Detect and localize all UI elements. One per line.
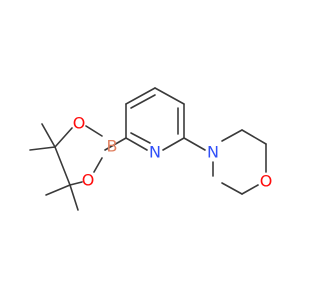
bond — [130, 132, 151, 144]
pyridine-nitrogen-label: N — [149, 143, 161, 162]
bond — [221, 182, 243, 195]
bond — [41, 123, 56, 148]
morpholine-nitrogen-label: N — [207, 143, 219, 162]
morpholine-ring — [212, 129, 267, 195]
bond — [45, 184, 71, 196]
methyl-groups — [29, 123, 79, 211]
bond — [69, 184, 79, 211]
bond — [241, 184, 259, 195]
bond — [162, 137, 185, 151]
bond — [93, 157, 103, 173]
bond — [154, 87, 185, 105]
morpholine-oxygen-label: O — [260, 172, 273, 191]
atom-labels: N N O B O O — [73, 114, 273, 191]
pyridine-ring — [125, 87, 185, 151]
bond — [125, 137, 148, 151]
bond — [54, 146, 71, 186]
bond — [29, 146, 56, 151]
bond — [69, 181, 83, 186]
bond — [125, 87, 156, 105]
bond — [54, 127, 73, 148]
bond — [183, 137, 206, 151]
bond — [104, 137, 127, 151]
bond — [241, 129, 267, 145]
dioxaborolane-oxygen-upper-label: O — [73, 114, 86, 133]
bond — [85, 125, 103, 137]
bond — [221, 129, 243, 142]
bond — [130, 94, 156, 109]
boron-label: B — [107, 137, 118, 156]
dioxaborolane-oxygen-lower-label: O — [82, 171, 95, 190]
dioxaborolane-ring — [54, 125, 103, 186]
molecule-structure: N N O B O O — [29, 87, 273, 211]
